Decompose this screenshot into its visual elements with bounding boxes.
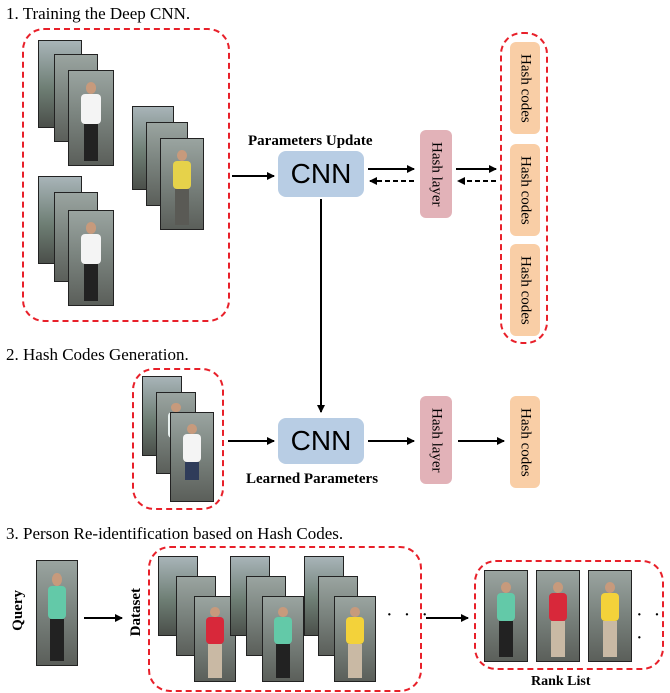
step2-title: 2. Hash Codes Generation.: [6, 345, 189, 364]
hash-layer-label: Hash layer: [428, 141, 445, 207]
step1-title: 1. Training the Deep CNN.: [6, 4, 191, 23]
hash-code-3: Hash codes: [510, 244, 540, 336]
hash-codes-label: Hash codes: [517, 53, 534, 123]
person-image: [262, 596, 304, 682]
person-image: [194, 596, 236, 682]
rank-list-image-3: [588, 570, 632, 662]
training-images-group: [22, 28, 230, 322]
hash-layer-generation: Hash layer: [420, 396, 452, 484]
rank-list-ellipsis: · · ·: [636, 604, 664, 649]
person-image: [68, 210, 114, 306]
hash-codes-group: [500, 32, 548, 344]
rank-list-image-2: [536, 570, 580, 662]
rank-list-image-1: [484, 570, 528, 662]
rank-list-group: [474, 560, 664, 670]
person-image: [68, 70, 114, 166]
hash-code-1: Hash codes: [510, 42, 540, 134]
cnn-label: CNN: [290, 158, 352, 189]
cnn-generation-box: CNN: [278, 418, 364, 464]
hash-codes-label: Hash codes: [517, 407, 534, 477]
hash-layer-training: Hash layer: [420, 130, 452, 218]
hash-code-2: Hash codes: [510, 144, 540, 236]
cnn-label: CNN: [290, 425, 352, 456]
person-image: [334, 596, 376, 682]
dataset-group: [148, 546, 422, 692]
cnn-training-box: CNN: [278, 151, 364, 197]
dataset-ellipsis: · · ·: [386, 604, 431, 626]
rank-list-label: Rank List: [531, 674, 591, 689]
hash-codes-label: Hash codes: [517, 155, 534, 225]
test-images-group: [132, 368, 224, 510]
step3-title: 3. Person Re-identification based on Has…: [6, 524, 344, 543]
person-image: [170, 412, 214, 502]
parameters-update-label: Parameters Update: [248, 133, 373, 149]
query-image: [36, 560, 78, 666]
hash-code-generated: Hash codes: [510, 396, 540, 488]
person-image: [160, 138, 204, 230]
hash-layer-label: Hash layer: [428, 407, 445, 473]
learned-parameters-label: Learned Parameters: [246, 471, 379, 487]
hash-codes-label: Hash codes: [517, 255, 534, 325]
